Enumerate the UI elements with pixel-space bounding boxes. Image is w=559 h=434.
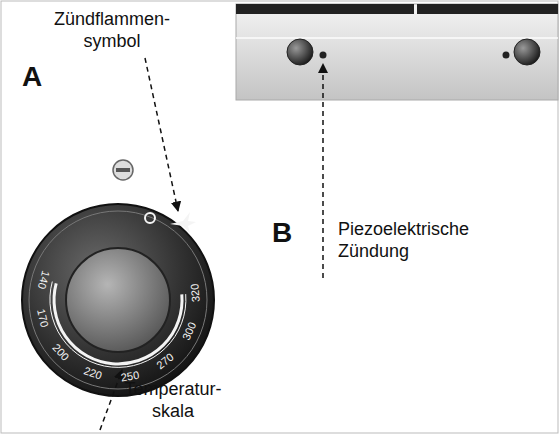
burner-bar [236,4,558,100]
callout-letter: B [272,218,292,248]
part-label: Piezoelektrische Zündung [338,218,508,262]
scale-number: 320 [188,284,202,303]
part-label: Temperatur- skala [118,378,228,422]
leader-lines [100,58,323,430]
callout-letter: A [22,62,42,92]
control-dial [22,160,214,396]
part-label: Zündflammen- symbol [42,8,182,52]
